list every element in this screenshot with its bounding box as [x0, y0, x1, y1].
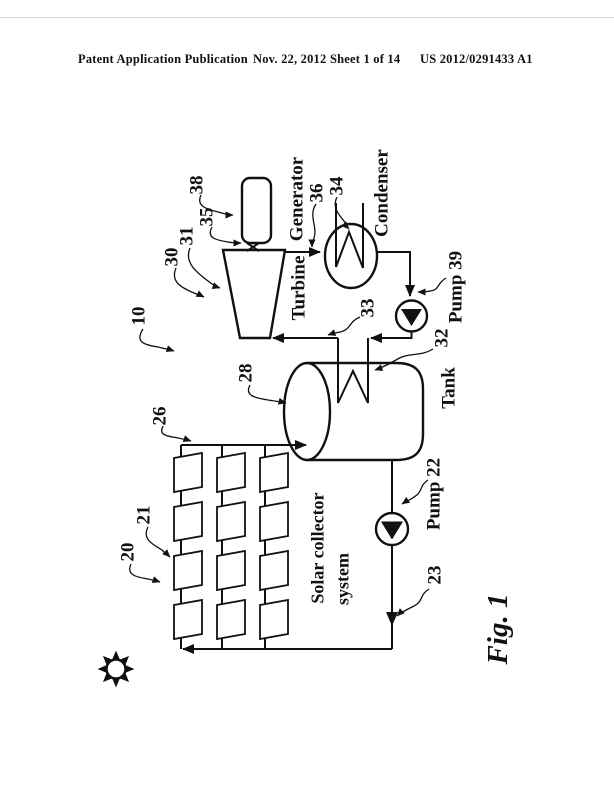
header-sheet-number: Sheet 1 of 14	[330, 52, 401, 66]
ref-34: 34	[327, 176, 348, 196]
label-pump-39: Pump 39	[446, 251, 467, 323]
pump-39-icon	[394, 299, 429, 333]
header-publication: Patent Application Publication	[78, 52, 248, 66]
tank-vessel	[282, 361, 425, 462]
solar-panel	[259, 598, 289, 641]
header-date: Nov. 22, 2012	[253, 52, 327, 66]
solar-panel	[173, 549, 203, 592]
ref-28: 28	[236, 364, 257, 383]
label-condenser: Condenser	[372, 149, 393, 237]
ref-35: 35	[197, 208, 218, 227]
ref-26: 26	[150, 407, 171, 426]
label-turbine: Turbine	[289, 256, 310, 321]
scan-edge-line	[0, 17, 614, 18]
solar-panel	[173, 451, 203, 494]
label-generator: Generator	[287, 156, 308, 241]
ref-32: 32	[432, 329, 453, 348]
ref-23: 23	[425, 566, 446, 585]
condensate-return-pipe	[370, 331, 413, 343]
solar-panel	[216, 598, 246, 641]
ref-21: 21	[134, 506, 155, 525]
ref-36: 36	[307, 184, 328, 203]
solar-panel	[216, 451, 246, 494]
solar-panel	[259, 451, 289, 494]
condenser-body	[323, 203, 379, 290]
solar-panel	[173, 598, 203, 641]
solar-panel	[259, 500, 289, 543]
leader-lines	[129, 194, 447, 617]
label-pump-22: Pump 22	[424, 458, 445, 530]
label-solar-collector: Solar collector	[307, 492, 327, 603]
ref-33: 33	[358, 299, 379, 318]
sun-icon	[97, 650, 135, 688]
ref-10: 10	[129, 307, 150, 326]
header-patent-number: US 2012/0291433 A1	[420, 52, 533, 66]
turbine-body	[221, 248, 287, 340]
ref-31: 31	[177, 227, 198, 246]
tank-heat-exchanger-coil	[337, 338, 369, 404]
ref-30: 30	[162, 248, 183, 267]
solar-panel	[259, 549, 289, 592]
shaft-coupling	[246, 242, 260, 252]
ref-20: 20	[118, 543, 139, 562]
pump-22-icon	[374, 511, 410, 547]
label-solar-system: system	[332, 553, 352, 605]
solar-panel-array	[173, 451, 289, 641]
solar-panel	[173, 500, 203, 543]
solar-panel	[216, 500, 246, 543]
solar-panel	[216, 549, 246, 592]
ref-38: 38	[187, 176, 208, 195]
flow-arrow-down	[386, 612, 398, 626]
condenser-outlet-pipe	[377, 251, 415, 297]
label-tank: Tank	[439, 367, 460, 409]
generator-body	[240, 176, 273, 245]
figure-caption: Fig. 1	[482, 594, 514, 666]
